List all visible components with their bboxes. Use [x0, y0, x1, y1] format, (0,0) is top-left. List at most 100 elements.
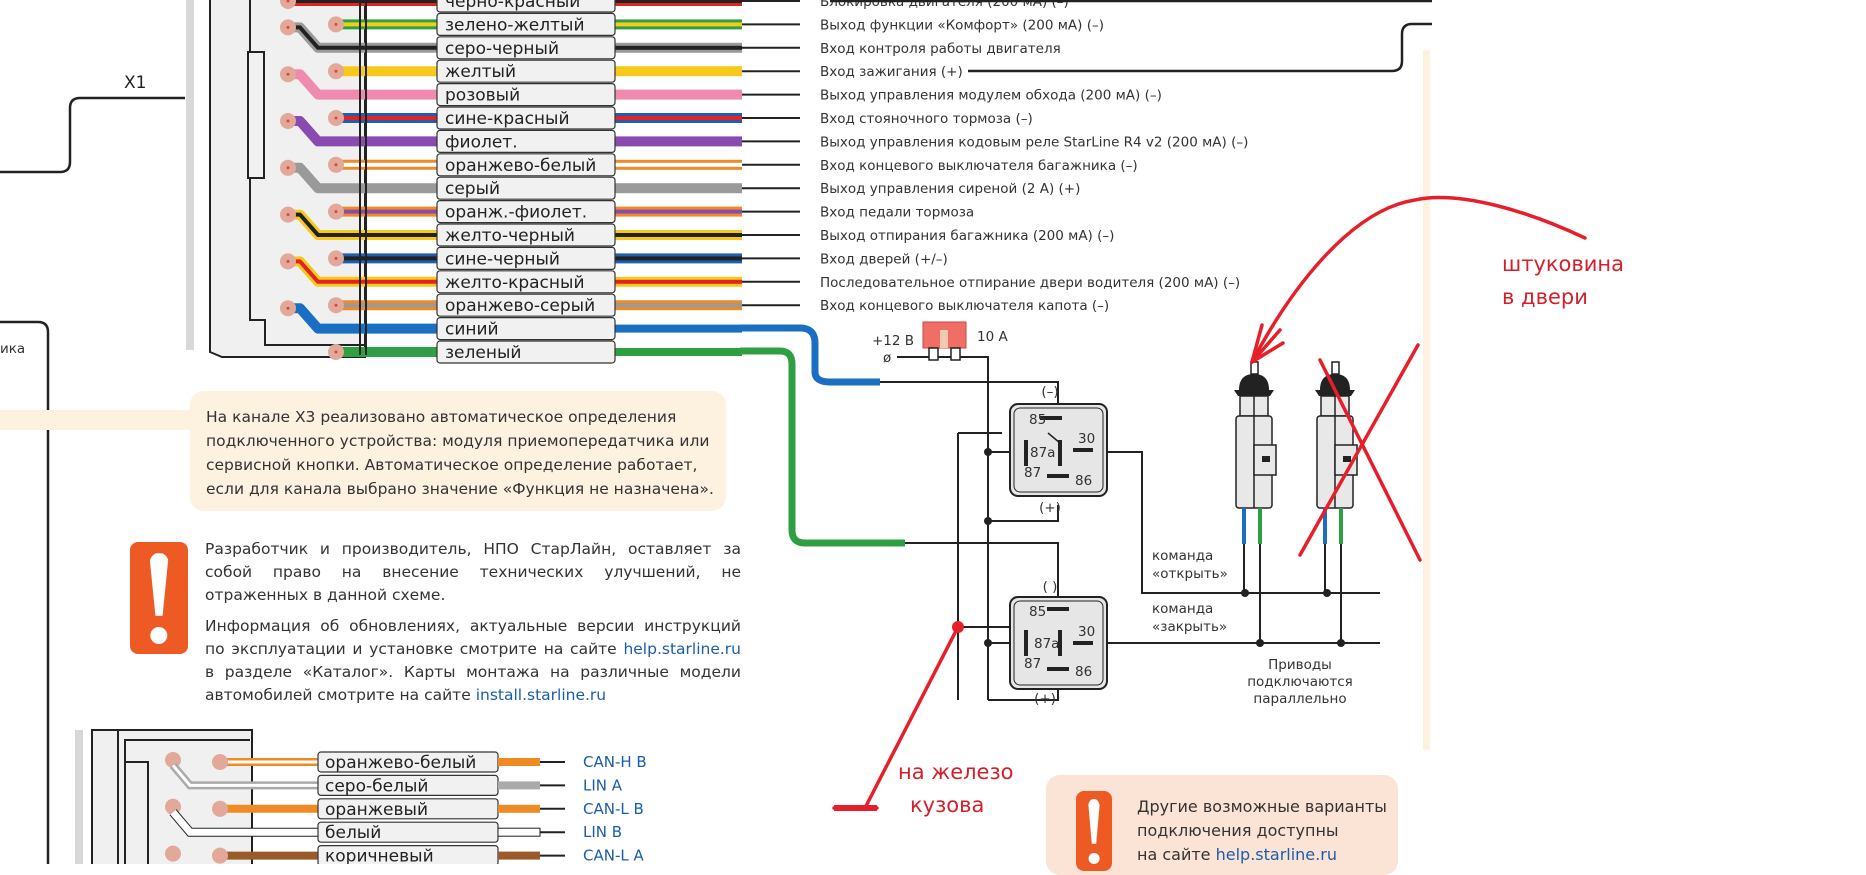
wire-stub-stripe	[615, 186, 742, 191]
wire-stub-stripe	[615, 116, 742, 120]
wire-row: оранж.-фиолет.Вход педали тормоза	[328, 200, 974, 224]
relay-1	[1009, 403, 1108, 497]
wire-label: белый	[325, 823, 381, 843]
wire-stub	[498, 781, 540, 790]
install-link[interactable]: install.starline.ru	[475, 686, 607, 704]
wire-label: серо-белый	[325, 776, 428, 796]
door-lock-actuator-icon	[1315, 361, 1358, 643]
pin-dot	[286, 119, 290, 123]
relay-circuit-wiring	[880, 356, 1380, 701]
relay1-pin-87: 87	[1024, 465, 1041, 481]
relay1-pin-86: 86	[1075, 473, 1092, 489]
cmd-open-1: команда	[1152, 548, 1213, 564]
wire-row: синий	[280, 300, 742, 341]
bottom-wire-row: белый LIN B	[169, 809, 622, 843]
junction-dot	[984, 448, 992, 456]
bottom-connector-body	[91, 729, 253, 864]
wire-label: желто-черный	[445, 226, 575, 246]
wire-label-box	[436, 223, 616, 247]
junction-dot	[984, 517, 992, 525]
help-link[interactable]: help.starline.ru	[1215, 845, 1337, 864]
wire-label-box	[436, 106, 616, 130]
signal-label: CAN-H B	[583, 753, 647, 771]
wire-label: розовый	[445, 86, 520, 106]
wire-label: сине-красный	[445, 109, 570, 129]
connector-latch	[247, 51, 265, 179]
wire-stub-stripe	[615, 279, 742, 284]
pin-dot	[334, 350, 338, 354]
bracket-line	[968, 22, 1432, 73]
annotation-door-thing: штуковина в двери	[1502, 252, 1625, 309]
relay1-pos-label: (+)	[1039, 500, 1061, 516]
wire-stub	[498, 804, 540, 813]
relay-2	[1009, 596, 1108, 690]
pin-dot	[334, 256, 338, 260]
actuators-note-2: подключаются	[1247, 674, 1353, 690]
wire-description: Вход педали тормоза	[820, 205, 974, 221]
wire-label: коричневый	[325, 847, 434, 864]
wire-stub-stripe	[615, 209, 742, 214]
fuse-icon	[922, 321, 967, 361]
page-edge	[1423, 50, 1430, 750]
wire-label-box	[436, 317, 616, 341]
cmd-open-2: «открыть»	[1152, 566, 1228, 582]
wire-label-box	[436, 176, 616, 200]
wire-label-box	[436, 36, 616, 60]
wire-label-box	[436, 82, 616, 107]
help-link[interactable]: help.starline.ru	[623, 640, 741, 658]
wire-stub-stripe	[615, 45, 742, 50]
wire-label: оранжево-серый	[445, 296, 595, 316]
supply-label: +12 В	[872, 333, 914, 349]
warning-text: Разработчик и производитель, НПО СтарЛай…	[205, 538, 741, 707]
wire-label: желто-красный	[445, 273, 585, 293]
pin-dot	[334, 163, 338, 167]
wire-label: желтый	[445, 62, 516, 82]
pin-dot	[334, 22, 338, 26]
wire-row: зеленый	[328, 340, 742, 364]
wire-stub-stripe	[615, 233, 742, 237]
wire-label: синий	[445, 320, 499, 340]
signal-label: LIN B	[583, 823, 622, 841]
pin-dot	[286, 72, 290, 76]
wire-label: фиолет.	[445, 132, 518, 152]
info-note-text: На канале X3 реализовано автоматическое …	[206, 408, 714, 498]
wire-stub-stripe	[615, 92, 742, 97]
wire-label-box	[436, 0, 616, 13]
wire-description: Выход управления сиреной (2 А) (+)	[820, 181, 1080, 197]
wire-stub-stripe	[615, 303, 742, 308]
actuators-note-3: параллельно	[1253, 691, 1346, 707]
pin-icon	[212, 754, 228, 770]
annotation-ground: на железо кузова	[898, 760, 1014, 817]
pin-icon	[280, 0, 296, 9]
green-wire	[740, 347, 905, 547]
left-fragment-frame	[0, 320, 50, 864]
wire-label: серо-черный	[445, 39, 559, 59]
wire-stub	[615, 348, 742, 356]
wire-label: черно-красный	[445, 0, 580, 12]
relay1-pin-85: 85	[1029, 412, 1046, 428]
wire-description: Выход управления модулем обхода (200 мА)…	[820, 88, 1162, 104]
wire-label-box	[436, 200, 616, 224]
wire-stub-stripe	[615, 22, 742, 27]
pin-dot	[334, 210, 338, 214]
terminal-icon: ø	[883, 350, 891, 366]
cmd-close-1: команда	[1152, 601, 1213, 617]
pin-icon	[212, 800, 228, 817]
wire-label-box	[436, 129, 616, 153]
warning-icon	[130, 542, 188, 654]
wire-label-box	[436, 246, 616, 270]
actuators-note-1: Приводы	[1268, 657, 1332, 673]
wire-label: зеленый	[445, 343, 521, 363]
wire-stub-stripe	[615, 139, 742, 144]
pin-dot	[334, 303, 338, 307]
